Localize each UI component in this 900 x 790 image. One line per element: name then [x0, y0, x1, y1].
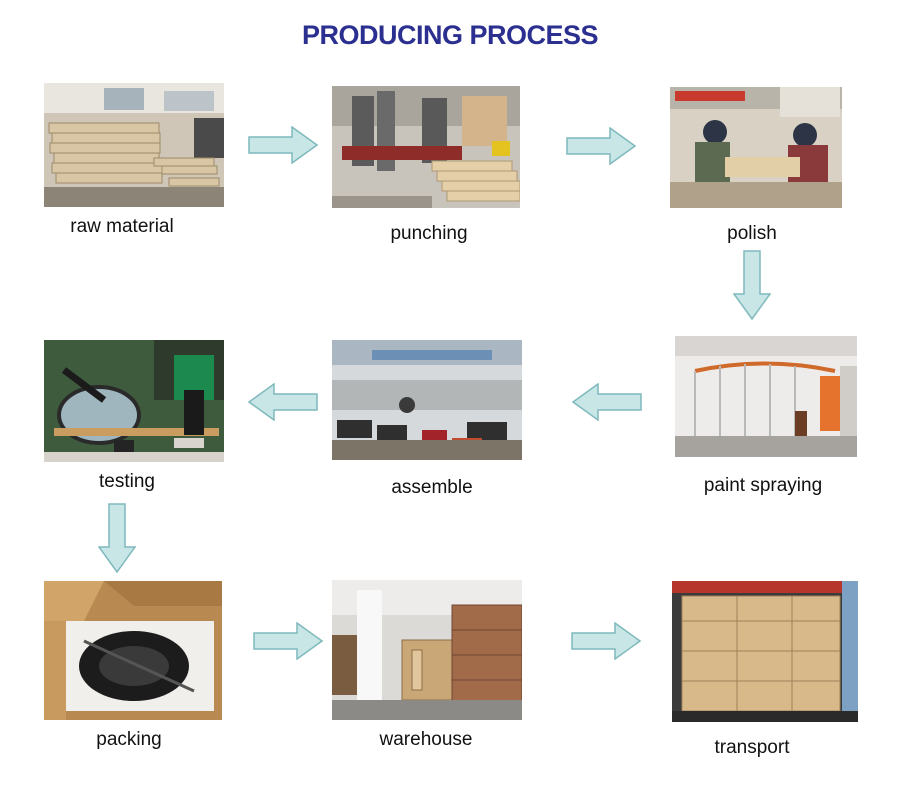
step-label-warehouse: warehouse — [379, 729, 473, 750]
paint-spraying-photo — [675, 336, 857, 457]
step-label-polish: polish — [727, 223, 777, 244]
arrow-down-icon — [98, 503, 136, 573]
testing-photo — [44, 340, 224, 462]
step-label-paint-spraying: paint spraying — [703, 475, 823, 496]
arrow-down-icon — [733, 250, 771, 320]
arrow-left-icon — [572, 383, 642, 421]
arrow-right-icon — [571, 622, 641, 660]
packing-photo — [44, 581, 222, 720]
step-label-testing: testing — [99, 471, 155, 492]
raw-material-photo — [44, 83, 224, 207]
step-label-assemble: assemble — [391, 477, 473, 498]
step-label-transport: transport — [714, 737, 790, 758]
assemble-photo — [332, 340, 522, 460]
arrow-right-icon — [253, 622, 323, 660]
polish-photo — [670, 87, 842, 208]
page-title: PRODUCING PROCESS — [301, 20, 599, 50]
transport-photo — [672, 581, 858, 722]
step-label-packing: packing — [96, 729, 162, 750]
arrow-right-icon — [566, 127, 636, 165]
arrow-left-icon — [248, 383, 318, 421]
step-label-raw-material: raw material — [70, 216, 174, 237]
arrow-right-icon — [248, 126, 318, 164]
warehouse-photo — [332, 580, 522, 720]
punching-photo — [332, 86, 520, 208]
step-label-punching: punching — [390, 223, 468, 244]
